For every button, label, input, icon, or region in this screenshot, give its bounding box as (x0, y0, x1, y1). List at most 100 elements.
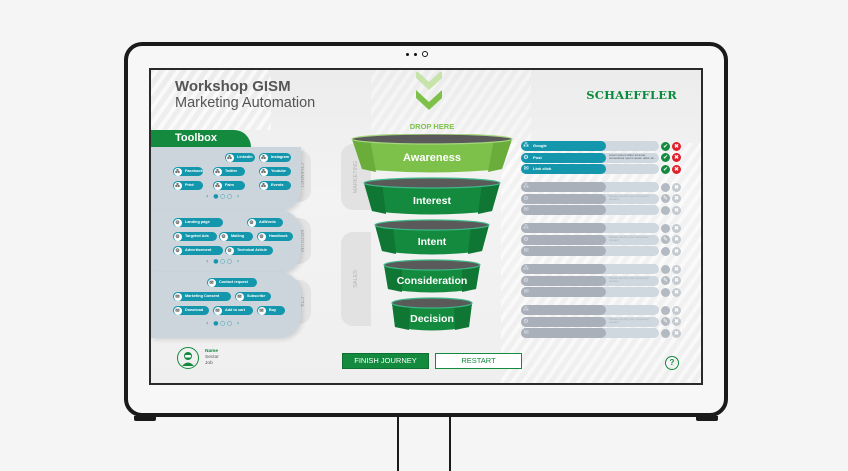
slot-drop-target[interactable] (521, 234, 606, 245)
toolbox-item[interactable]: ⚙Handbook (257, 232, 293, 241)
confirm-check-icon[interactable] (661, 246, 670, 256)
slot-drop-target[interactable] (521, 164, 606, 174)
app-screen: Workshop GISM Marketing Automation SCHAE… (149, 68, 703, 385)
toolbox-item[interactable]: ⁂Events (259, 181, 291, 190)
journey-slot[interactable]: ✉ ✖ (521, 287, 686, 297)
slot-drop-target[interactable] (521, 193, 606, 204)
toolbox-item[interactable]: ⁂Facebook (173, 167, 203, 176)
journey-slot[interactable]: ✉ Link click ✔ ✖ (521, 164, 686, 174)
toolbox-item[interactable]: ✉Marketing Consent (173, 292, 231, 301)
journey-slot[interactable]: ⁂ ✖ (521, 182, 686, 192)
help-button[interactable]: ? (665, 356, 679, 370)
toolbox-item[interactable]: ⚙Technical Article (225, 246, 273, 255)
slot-drop-target[interactable] (521, 328, 606, 338)
confirm-check-icon[interactable] (661, 223, 670, 233)
remove-x-icon[interactable]: ✖ (672, 194, 681, 203)
slot-note[interactable]: Please specify your proposed content (609, 193, 649, 202)
toolbox-item[interactable]: ⚙Targeted Ads (173, 232, 217, 241)
toolbox-item[interactable]: ⁂Twitter (213, 167, 245, 176)
remove-x-icon[interactable]: ✖ (672, 182, 681, 192)
funnel-stage-consideration[interactable]: Consideration (383, 259, 481, 293)
avatar[interactable] (177, 347, 199, 369)
confirm-check-icon[interactable] (661, 328, 670, 338)
remove-x-icon[interactable]: ✖ (672, 317, 681, 326)
journey-slot[interactable]: ⚙ Please specify your proposed content ✎… (521, 234, 686, 245)
remove-x-icon[interactable]: ✖ (672, 328, 681, 338)
confirm-check-icon[interactable] (661, 205, 670, 215)
toolbox-item[interactable]: ✉Add to cart (213, 306, 253, 315)
remove-x-icon[interactable]: ✖ (672, 223, 681, 233)
toolbox-item[interactable]: ⁂Instagram (259, 153, 291, 162)
journey-slot[interactable]: ✉ ✖ (521, 205, 686, 215)
toolbox-item[interactable]: ⁂Youtube (259, 167, 291, 176)
remove-x-icon[interactable]: ✖ (672, 235, 681, 244)
slot-note[interactable]: Please specify your proposed content (609, 234, 649, 243)
slot-drop-target[interactable] (521, 141, 606, 151)
journey-slot[interactable]: ✉ ✖ (521, 246, 686, 256)
confirm-check-icon[interactable]: ✔ (661, 153, 670, 162)
remove-x-icon[interactable]: ✖ (672, 264, 681, 274)
journey-slot[interactable]: ⚙ Please specify your proposed content ✎… (521, 275, 686, 286)
funnel-stage-awareness[interactable]: Awareness (351, 134, 513, 173)
journey-slot[interactable]: ⚙ Post Lorem ipsum dolor sit amet, conse… (521, 152, 686, 163)
remove-x-icon[interactable]: ✖ (672, 205, 681, 215)
toolbox-item[interactable]: ⚙Mailing (219, 232, 253, 241)
toolbox-item[interactable]: ⁂Fairs (213, 181, 245, 190)
confirm-check-icon[interactable]: ✔ (661, 164, 670, 174)
edit-pencil-icon[interactable]: ✎ (661, 194, 670, 203)
remove-x-icon[interactable]: ✖ (672, 164, 681, 174)
finish-journey-button[interactable]: FINISH JOURNEY (342, 353, 429, 369)
confirm-check-icon[interactable] (661, 305, 670, 315)
confirm-check-icon[interactable] (661, 264, 670, 274)
remove-x-icon[interactable]: ✖ (672, 153, 681, 162)
toolbox-item[interactable]: ⁂LinkedIn (225, 153, 255, 162)
funnel-stage-interest[interactable]: Interest (363, 177, 501, 215)
remove-x-icon[interactable]: ✖ (672, 276, 681, 285)
funnel-stage-intent[interactable]: Intent (374, 219, 490, 255)
slot-note[interactable]: Please specify your proposed content (609, 316, 649, 325)
slot-drop-target[interactable] (521, 316, 606, 327)
toolbox-item[interactable]: ✉Buy (257, 306, 285, 315)
slot-drop-target[interactable] (521, 205, 606, 215)
toolbox-item[interactable]: ⚙Landing page (173, 218, 223, 227)
journey-slot[interactable]: ⁂ ✖ (521, 264, 686, 274)
restart-button[interactable]: RESTART (435, 353, 522, 369)
remove-x-icon[interactable]: ✖ (672, 287, 681, 297)
journey-slot[interactable]: ⚙ Please specify your proposed content ✎… (521, 193, 686, 204)
toolbox-pager[interactable]: ‹ ●○○ › (206, 258, 241, 265)
remove-x-icon[interactable]: ✖ (672, 246, 681, 256)
toolbox-item[interactable]: ✉Download (173, 306, 209, 315)
remove-x-icon[interactable]: ✖ (672, 305, 681, 315)
slot-drop-target[interactable] (521, 152, 606, 163)
slot-drop-target[interactable] (521, 182, 606, 192)
confirm-check-icon[interactable] (661, 182, 670, 192)
journey-slot[interactable]: ⁂ Google ✔ ✖ (521, 141, 686, 151)
toolbox-pager[interactable]: ‹ ●○○ › (206, 193, 241, 200)
slot-drop-target[interactable] (521, 246, 606, 256)
journey-slot[interactable]: ⁂ ✖ (521, 305, 686, 315)
confirm-check-icon[interactable] (661, 287, 670, 297)
slot-drop-target[interactable] (521, 275, 606, 286)
slot-note[interactable]: Lorem ipsum dolor sit amet, consectetur … (609, 152, 657, 161)
slot-note[interactable]: Please specify your proposed content (609, 275, 649, 284)
toolbox-item[interactable]: ⚙Advertisement (173, 246, 223, 255)
journey-slot[interactable]: ⚙ Please specify your proposed content ✎… (521, 316, 686, 327)
edit-pencil-icon[interactable]: ✎ (661, 317, 670, 326)
toolbox-item[interactable]: ⁂Print (173, 181, 203, 190)
confirm-check-icon[interactable]: ✔ (661, 141, 670, 151)
edit-pencil-icon[interactable]: ✎ (661, 235, 670, 244)
toolbox-item[interactable]: ✉Contact request (207, 278, 257, 287)
toolbox-pager[interactable]: ‹ ●○○ › (206, 320, 241, 327)
remove-x-icon[interactable]: ✖ (672, 141, 681, 151)
slot-drop-target[interactable] (521, 223, 606, 233)
toolbox-item[interactable]: ✉Subscribe (235, 292, 271, 301)
megaphone-icon: ✉ (213, 306, 222, 315)
edit-pencil-icon[interactable]: ✎ (661, 276, 670, 285)
slot-drop-target[interactable] (521, 264, 606, 274)
funnel-stage-decision[interactable]: Decision (391, 297, 473, 331)
journey-slot[interactable]: ⁂ ✖ (521, 223, 686, 233)
slot-drop-target[interactable] (521, 287, 606, 297)
slot-drop-target[interactable] (521, 305, 606, 315)
toolbox-item[interactable]: ⚙AdWords (247, 218, 283, 227)
journey-slot[interactable]: ✉ ✖ (521, 328, 686, 338)
